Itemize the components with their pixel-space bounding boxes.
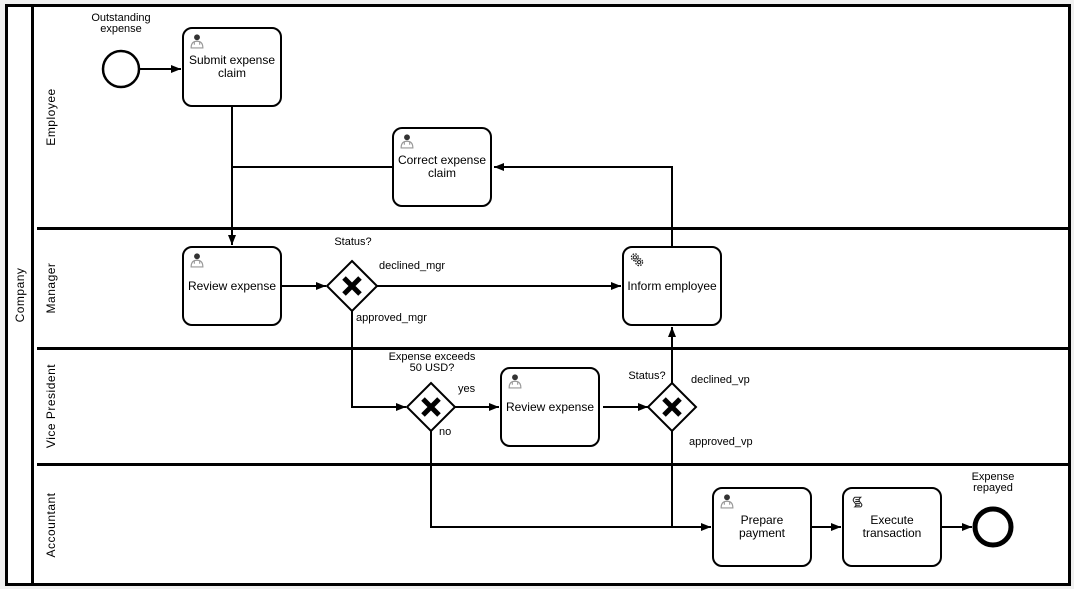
service-gears-icon — [629, 252, 645, 268]
flow-label-declined-mgr: declined_mgr — [379, 260, 446, 272]
task-label: Inform employee — [627, 278, 717, 293]
user-icon — [399, 133, 415, 149]
lane-label-accountant[interactable]: Accountant — [44, 492, 58, 558]
user-icon — [719, 493, 735, 509]
pool-label-strip — [8, 7, 34, 583]
lane-divider — [37, 227, 1069, 230]
lane-label-employee[interactable]: Employee — [44, 88, 58, 146]
user-icon — [507, 373, 523, 389]
gateway-label-status-vp: Status? — [628, 370, 666, 382]
flow-label-approved-vp: approved_vp — [689, 436, 753, 448]
task-review-expense-manager[interactable]: Review expense — [182, 246, 282, 326]
user-icon — [189, 33, 205, 49]
task-inform-employee[interactable]: Inform employee — [622, 246, 722, 326]
flow-label-declined-vp: declined_vp — [691, 374, 750, 386]
task-review-expense-vp[interactable]: Review expense — [500, 367, 600, 447]
flow-label-no: no — [439, 426, 452, 438]
lane-divider — [37, 463, 1069, 466]
lane-divider — [37, 347, 1069, 350]
task-label: Review expense — [187, 278, 277, 293]
user-icon — [189, 252, 205, 268]
task-label: Review expense — [505, 399, 595, 414]
script-icon — [849, 493, 865, 509]
pool-label: Company — [13, 267, 27, 323]
lane-label-vice-president[interactable]: Vice President — [44, 363, 58, 449]
gateway-label-status-mgr: Status? — [334, 236, 372, 248]
lane-label-manager[interactable]: Manager — [44, 262, 58, 314]
flow-label-approved-mgr: approved_mgr — [356, 312, 427, 324]
flow-label-yes: yes — [458, 383, 476, 395]
